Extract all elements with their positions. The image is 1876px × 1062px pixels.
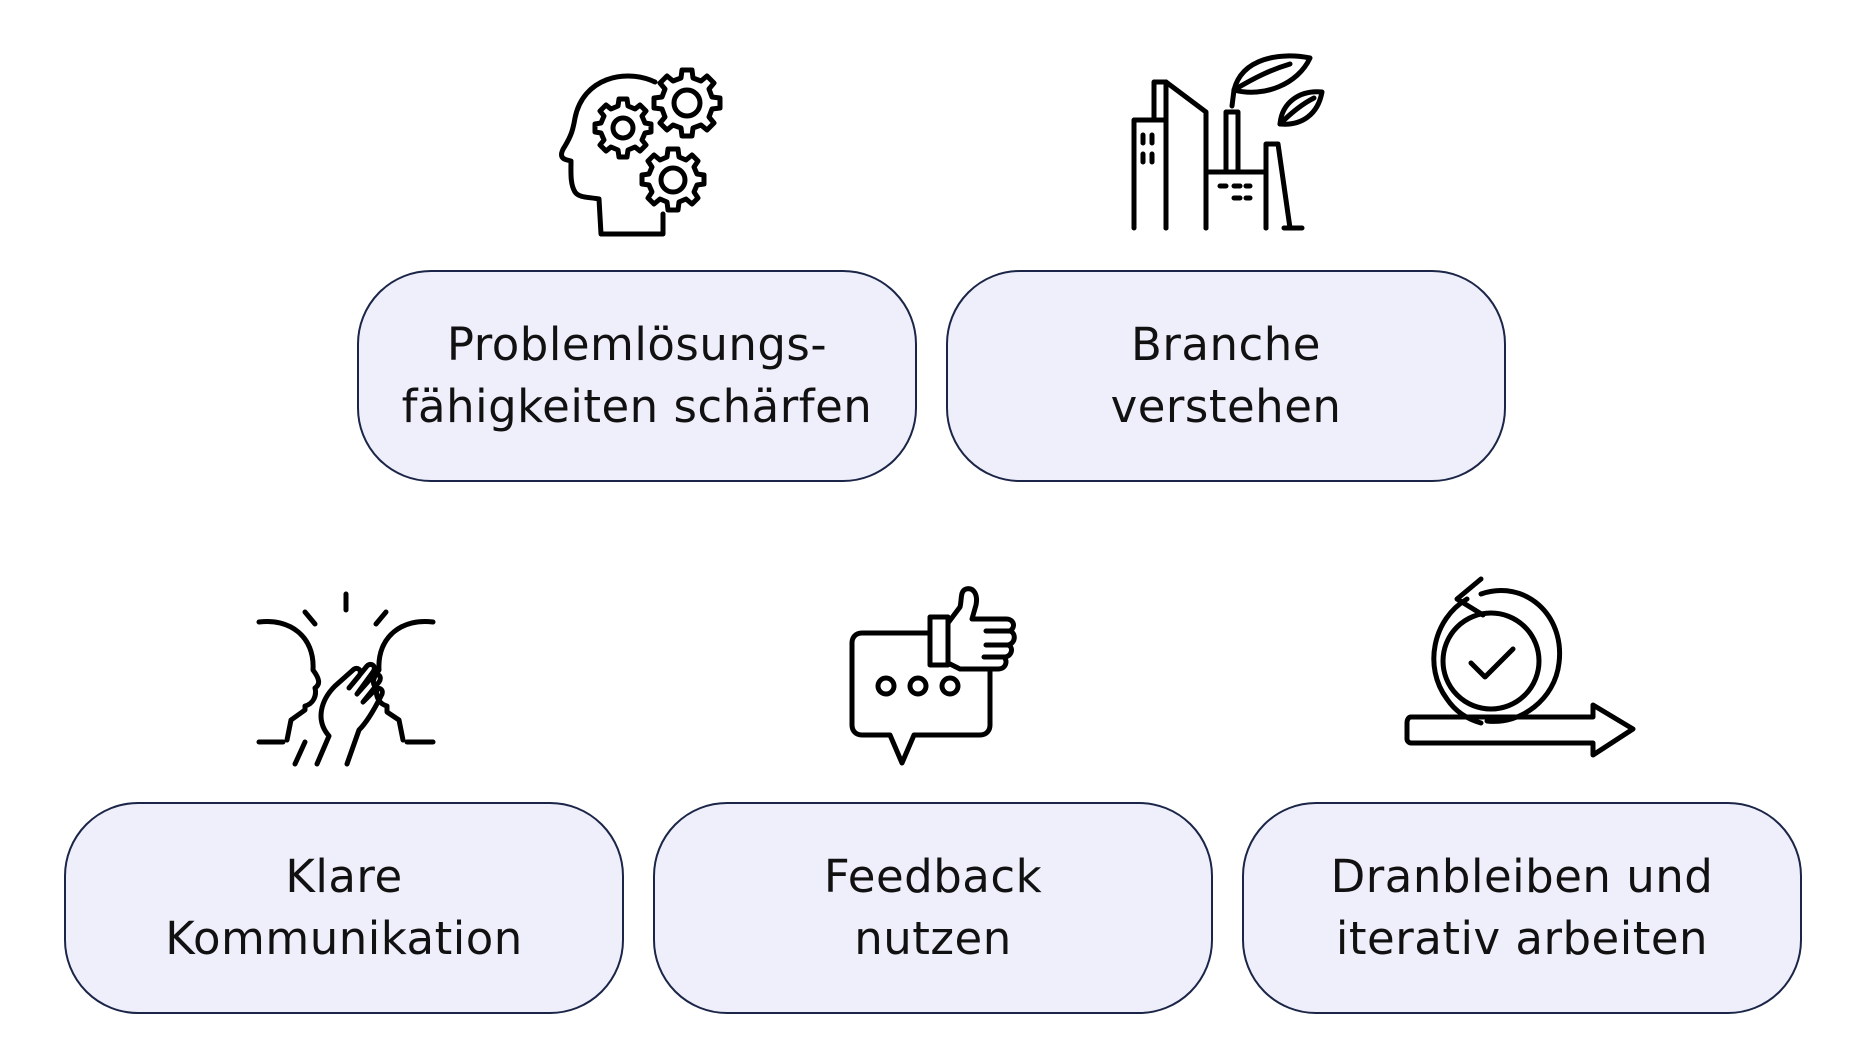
card-label: Feedback nutzen [824, 846, 1042, 970]
card-iterative: Dranbleiben und iterativ arbeiten [1242, 802, 1802, 1014]
card-label-line-1: Branche [1131, 318, 1321, 371]
card-label-line-2: nutzen [854, 912, 1012, 965]
card-label: Problemlösungs- fähigkeiten schärfen [402, 314, 873, 438]
card-label: Klare Kommunikation [165, 846, 523, 970]
card-industry: Branche verstehen [946, 270, 1506, 482]
card-feedback: Feedback nutzen [653, 802, 1213, 1014]
card-label: Dranbleiben und iterativ arbeiten [1331, 846, 1714, 970]
card-problem-solving: Problemlösungs- fähigkeiten schärfen [357, 270, 917, 482]
card-label-line-2: Kommunikation [165, 912, 523, 965]
card-label-line-1: Klare [285, 850, 403, 903]
card-label: Branche verstehen [1111, 314, 1342, 438]
high-five-faces-icon [255, 590, 440, 767]
card-label-line-1: Feedback [823, 850, 1043, 903]
eco-factory-icon [1130, 50, 1330, 235]
iterative-cycle-check-icon [1403, 575, 1638, 760]
card-label-line-2: iterativ arbeiten [1335, 912, 1709, 965]
head-gears-icon [555, 60, 735, 237]
card-label-line-2: fähigkeiten schärfen [401, 380, 873, 433]
card-communication: Klare Kommunikation [64, 802, 624, 1014]
card-label-line-2: verstehen [1110, 380, 1342, 433]
card-label-line-1: Dranbleiben und [1330, 850, 1714, 903]
feedback-thumbs-up-icon [848, 585, 1018, 770]
card-label-line-1: Problemlösungs- [446, 318, 828, 371]
